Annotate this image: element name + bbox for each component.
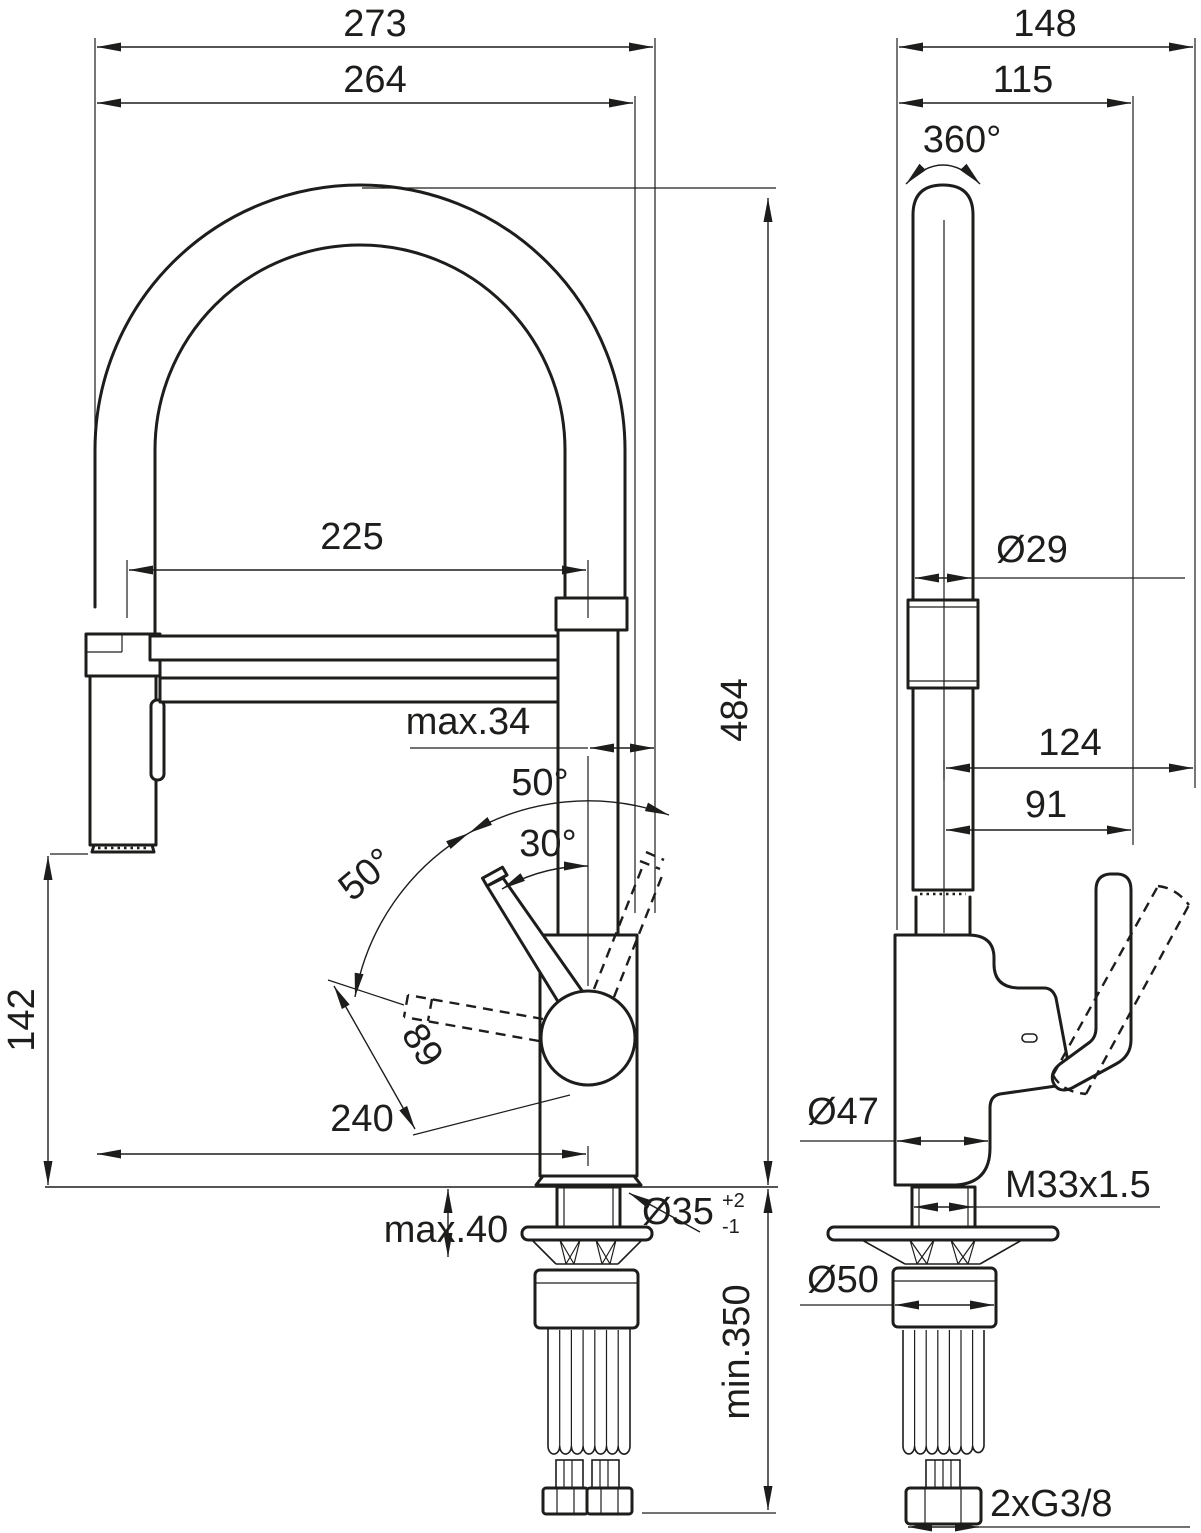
- dim-label: Ø47: [807, 1091, 879, 1133]
- dim-shank-diameter-50: Ø50: [800, 1259, 994, 1310]
- dim-swivel-range-360: 360°: [905, 119, 1002, 185]
- dim-label: 148: [1013, 3, 1076, 45]
- front-view: 273 264 225 max.34 50° 30°: [1, 3, 778, 1516]
- side-view: 148 115 360° Ø29 124 91 Ø47: [800, 3, 1196, 1532]
- dim-label: 50°: [331, 840, 402, 909]
- spout-arch-inner: [153, 243, 567, 636]
- spout-tube: [911, 183, 975, 602]
- washer-flange: [520, 1225, 654, 1242]
- supply-hose-bundle-side: [902, 1330, 985, 1455]
- dim-hole-diameter-35: Ø35 +2 -1: [628, 1190, 745, 1238]
- dim-height-484: 484: [362, 187, 776, 1185]
- spray-head-button: [149, 698, 166, 782]
- dim-supply-connection-g38: 2xG3/8: [908, 1483, 1190, 1532]
- mounting-shank: [555, 1185, 622, 1230]
- base-plate: [534, 1174, 643, 1187]
- dim-overall-depth-148: 148: [896, 3, 1196, 930]
- dock-collar-step: [86, 634, 123, 653]
- handle-side-dashed: [1051, 884, 1191, 1096]
- dim-handle-reach-124: 124: [943, 722, 1193, 780]
- dim-label: 273: [343, 3, 406, 45]
- spout-joint-block: [554, 596, 629, 632]
- dim-label: max.34: [406, 701, 531, 743]
- dim-label: Ø35: [642, 1191, 714, 1233]
- dim-handle-depth-91: 91: [946, 784, 1131, 835]
- dim-label: 225: [320, 516, 383, 558]
- dim-label: Ø29: [996, 529, 1068, 571]
- dim-spray-reach-240: 240: [97, 1098, 586, 1159]
- dim-label: 2xG3/8: [990, 1483, 1113, 1525]
- dim-label: 50°: [511, 762, 568, 804]
- dim-label: 360°: [923, 119, 1002, 161]
- dim-label: 89: [393, 1016, 451, 1074]
- dim-label: 484: [714, 678, 756, 741]
- handle-side-solid: [1050, 872, 1133, 1092]
- spout-sleeve-rims: [908, 606, 978, 682]
- spout-tube-lower: [911, 686, 975, 892]
- spout-bar-upper: [148, 634, 560, 662]
- dim-label: max.40: [384, 1209, 509, 1251]
- dim-thread-m33: M33x1.5: [914, 1164, 1160, 1212]
- dim-handle-tilt-30: 30°: [501, 823, 589, 890]
- dim-deck-thickness-max40: max.40: [384, 1189, 509, 1257]
- dim-label: 115: [993, 59, 1054, 101]
- dim-body-diameter-47: Ø47: [800, 1091, 988, 1146]
- dim-body-depth-115: 115: [899, 59, 1134, 845]
- spray-head: [88, 674, 158, 847]
- dim-label: 124: [1038, 722, 1101, 764]
- dim-handle-swing-forward-50: 50°: [468, 762, 670, 834]
- hose-connector-side: [925, 1459, 961, 1489]
- mounting-shank-thread: [563, 1187, 614, 1228]
- handle-lever-dashed-back: [402, 993, 544, 1043]
- spray-outlet: [90, 843, 156, 854]
- dim-hose-clearance-min350: min.350: [642, 1189, 776, 1514]
- clamp-cone: [531, 1239, 643, 1265]
- mounting-cylinder: [533, 1268, 640, 1330]
- hose-connectors: [555, 1459, 620, 1489]
- dim-overall-width-273: 273: [94, 3, 656, 913]
- dim-arch-span-225: 225: [126, 516, 589, 618]
- dim-label: 264: [343, 59, 406, 101]
- dim-tolerance-minus: -1: [722, 1216, 740, 1238]
- hose-nuts: [541, 1486, 634, 1516]
- lever-ball-joint: [539, 989, 637, 1087]
- dim-label: M33x1.5: [1005, 1164, 1151, 1206]
- spout-bar-lower: [158, 676, 560, 704]
- spout-arch-outer: [93, 183, 627, 609]
- dim-handle-swing-back-50: 50°: [331, 832, 470, 998]
- dim-label: 240: [330, 1098, 393, 1140]
- dim-spray-height-142: 142: [1, 853, 88, 1185]
- dim-label: 91: [1025, 784, 1067, 826]
- dim-spout-width-264: 264: [97, 59, 636, 913]
- dim-spout-diameter-29: Ø29: [915, 529, 1185, 583]
- supply-hose-bundle: [547, 1328, 631, 1455]
- hose-nut-side: [904, 1486, 983, 1526]
- clamp-cone-side: [861, 1239, 1023, 1265]
- faucet-body-side: [893, 933, 1071, 1187]
- dim-tolerance-plus: +2: [722, 1190, 745, 1212]
- dim-label: min.350: [716, 1284, 758, 1419]
- dim-handle-overhang-max34: max.34: [406, 701, 654, 1166]
- hose-nut-facets: [924, 1488, 962, 1524]
- dim-label: Ø50: [807, 1259, 879, 1301]
- body-marking: [1021, 1033, 1038, 1043]
- spray-tip-side: [914, 895, 972, 935]
- dim-label: 30°: [519, 823, 576, 865]
- dim-label: 142: [1, 988, 43, 1051]
- washer-flange-side: [826, 1225, 1060, 1242]
- mounting-cylinder-side: [891, 1266, 998, 1329]
- spout-sleeve: [906, 598, 980, 690]
